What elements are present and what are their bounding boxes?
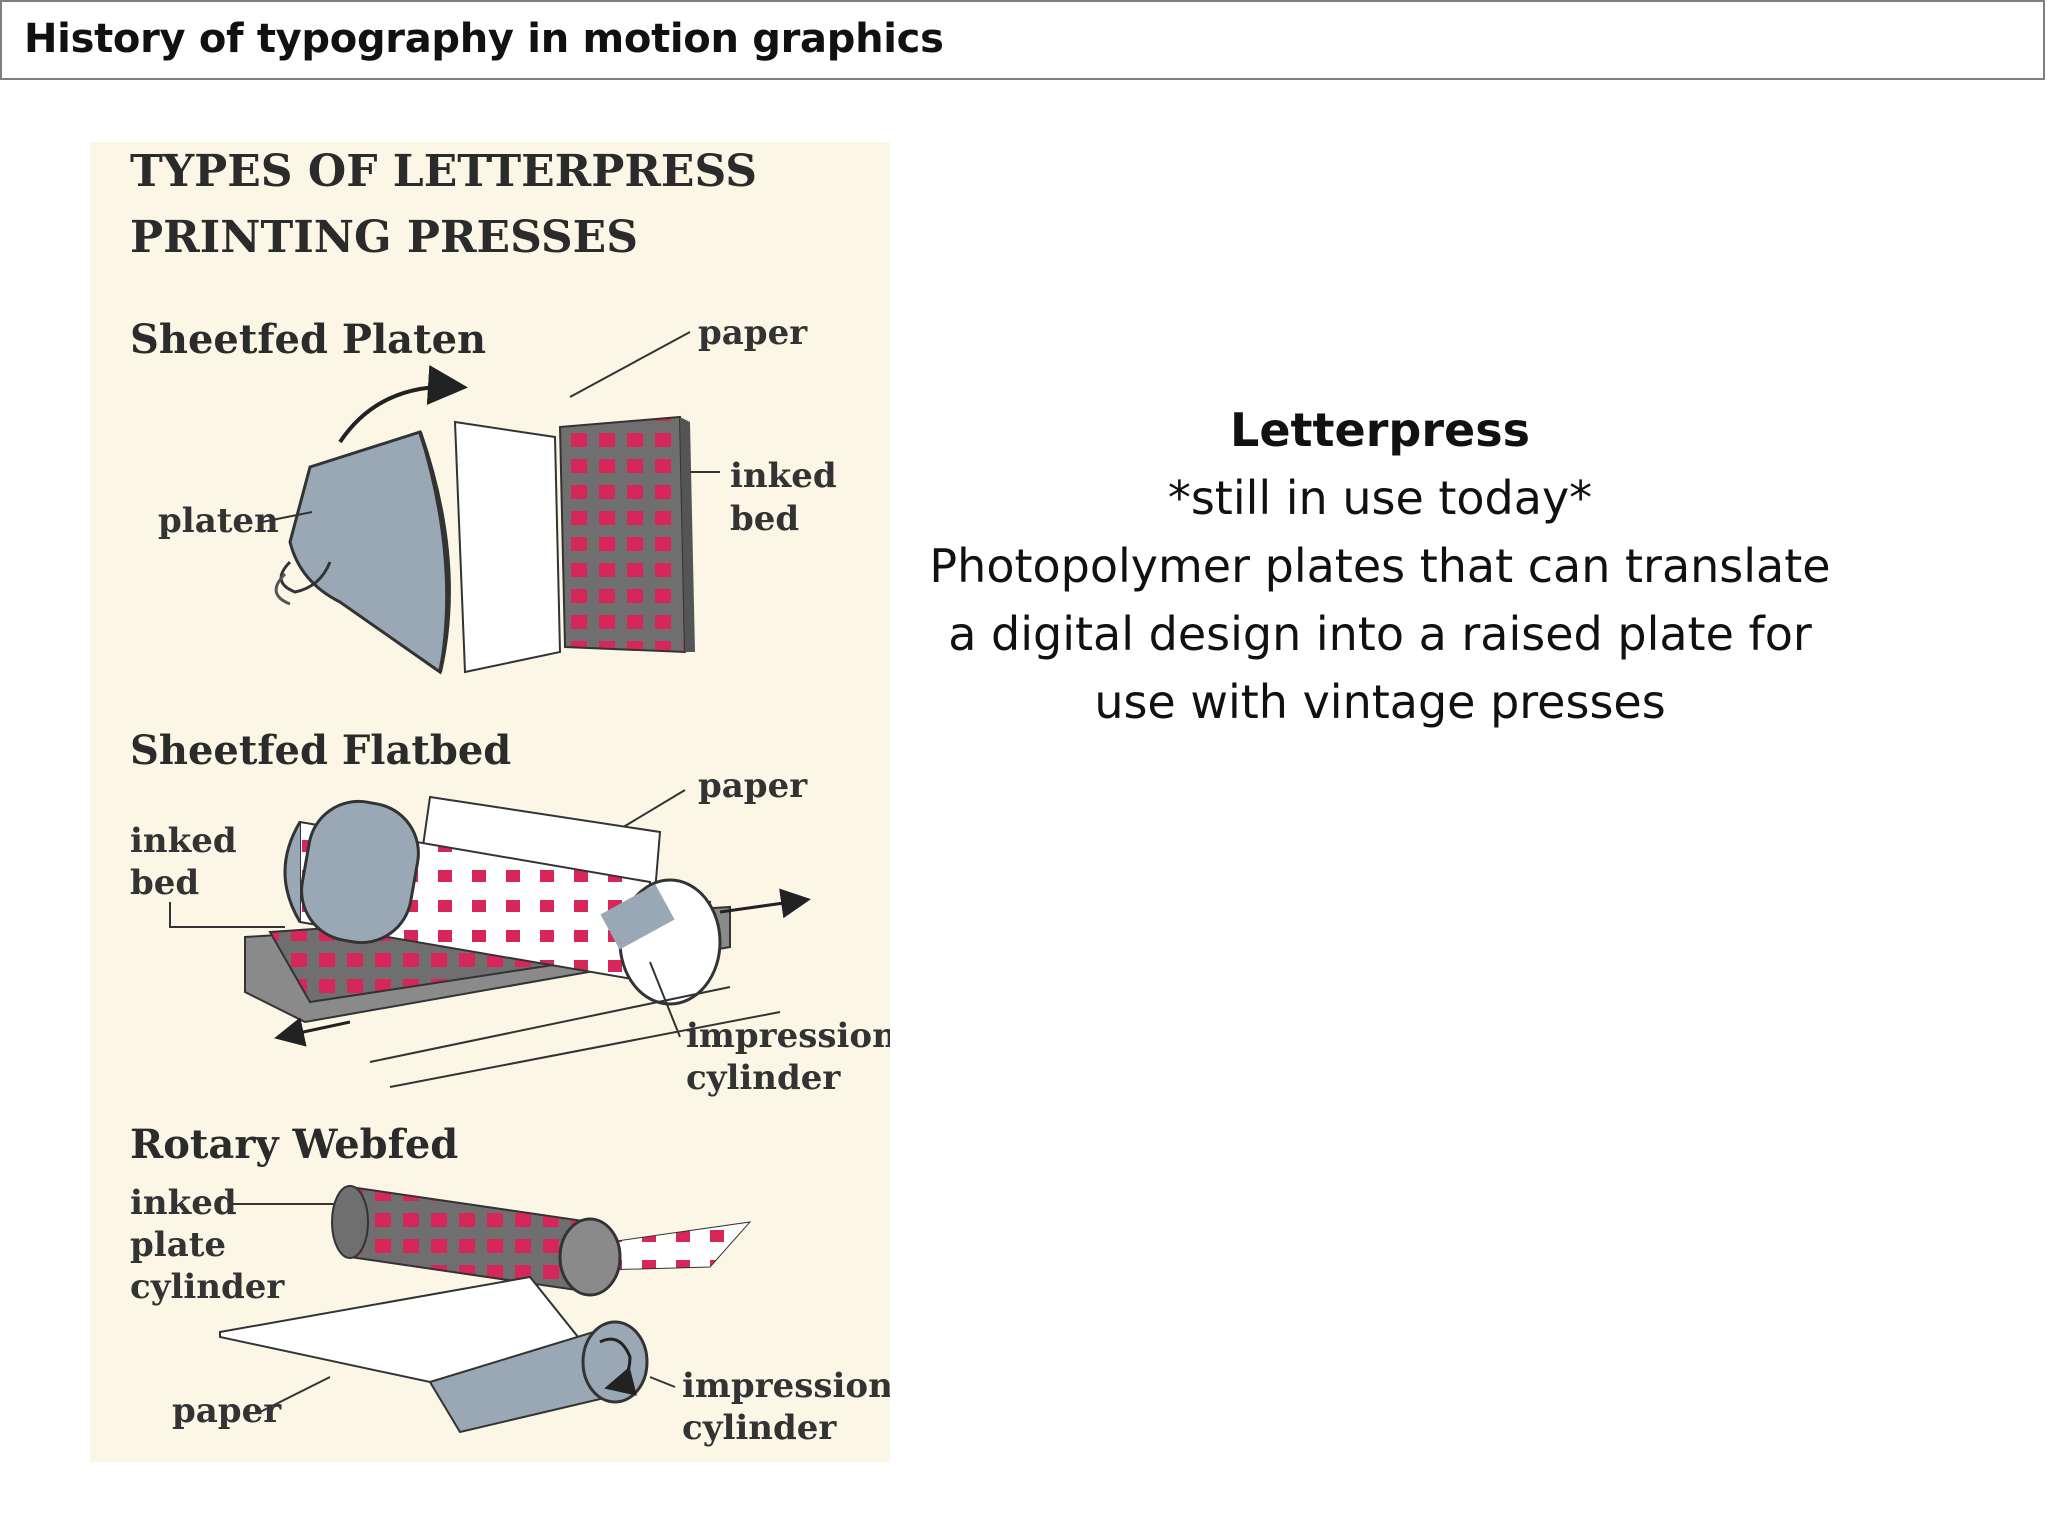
platen-paper-leader [569,331,691,398]
description-line-1: *still in use today* [1167,471,1593,525]
description-heading: Letterpress [1230,403,1530,457]
rotary-paper-label: paper [172,1391,282,1431]
platen-motion-arrow [338,365,468,444]
description-line-4: use with vintage presses [1094,675,1666,729]
letterpress-illustration: TYPES OF LETTERPRESS PRINTING PRESSES Sh… [90,142,890,1462]
rotary-plate-label: plate [130,1225,226,1265]
platen-inked-label: inked [730,456,837,496]
figure-heading-line1: TYPES OF LETTERPRESS [130,146,757,197]
letterpress-diagram: TYPES OF LETTERPRESS PRINTING PRESSES Sh… [130,146,890,1448]
rotary-impression-label: impression [682,1366,890,1406]
platen-inked-bed [558,415,687,654]
slide-title: History of typography in motion graphics [24,16,944,62]
platen-paper-sheet [453,420,562,674]
platen-title: Sheetfed Platen [130,316,486,363]
platen-paper-label: paper [698,313,808,353]
rotary-title: Rotary Webfed [130,1121,458,1168]
slide-title-bar: History of typography in motion graphics [0,0,2045,80]
description-line-2: Photopolymer plates that can translate [929,539,1831,593]
figure-heading-line2: PRINTING PRESSES [130,212,638,263]
rotary-cylinder2-label: cylinder [682,1408,837,1448]
platen-bed-label: bed [730,499,799,539]
letterpress-description: Letterpress *still in use today* Photopo… [900,396,1860,736]
flatbed-bed-label: bed [130,863,199,903]
flatbed-cylinder-label: cylinder [686,1058,841,1098]
rotary-cylinder-label: cylinder [130,1267,285,1307]
rotary-inked-plate-cylinder [349,1185,591,1294]
flatbed-title: Sheetfed Flatbed [130,727,511,774]
flatbed-inked-label: inked [130,821,237,861]
platen-label: platen [158,501,279,541]
flatbed-cylinder-left [300,799,420,945]
platen-shape [288,430,449,675]
description-line-3: a digital design into a raised plate for [948,607,1812,661]
flatbed-impression-label: impression [686,1016,890,1056]
rotary-inked-label: inked [130,1183,237,1223]
flatbed-paper-label: paper [698,766,808,806]
